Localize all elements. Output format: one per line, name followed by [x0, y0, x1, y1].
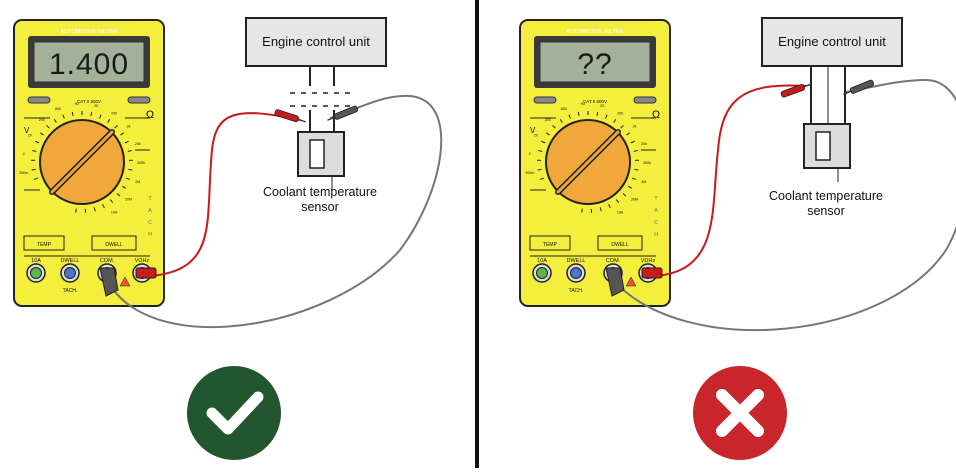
port-10a-core [31, 268, 42, 279]
port-dwell-core [65, 268, 76, 279]
meter-brand-label: AUTOMOTIVE METER [60, 29, 117, 35]
sensor-label-line2: sensor [807, 204, 845, 218]
tach-vertical-letter: C [148, 220, 152, 226]
dial-label: 20 [28, 133, 32, 137]
sensor-label-line1: Coolant temperature [769, 189, 883, 203]
port-dwell-core [571, 268, 582, 279]
tach-vertical-letter: T [148, 196, 151, 202]
port-dwell-label: DWELL [61, 258, 80, 264]
dial-label: 2M [135, 180, 140, 184]
dial-label: 20 [94, 104, 98, 108]
dial-label: 2k [633, 125, 637, 129]
sensor-label-line2: sensor [301, 200, 339, 214]
tach-vertical-letter: T [654, 196, 657, 202]
tach-label: TACH. [63, 288, 78, 294]
ohm-symbol: Ω [146, 109, 154, 121]
port-10a-label: 10A [537, 258, 547, 264]
dial-tick [634, 169, 638, 170]
ecu-label: Engine control unit [262, 34, 370, 49]
dial-tick [538, 169, 542, 170]
dial-tick [32, 169, 36, 170]
dial-tick [128, 169, 132, 170]
tach-vertical-letter: C [654, 220, 658, 226]
dial-label: 200k [643, 161, 651, 165]
dial-label: 20M [631, 197, 638, 201]
dial-label: 10A [617, 210, 624, 214]
tach-vertical-letter: H [654, 232, 658, 238]
temp-label: TEMP [37, 242, 52, 248]
port-vohz-label: VΩHz [641, 258, 656, 264]
lcd-readout: 1.400 [49, 48, 129, 81]
sensor-label-line1: Coolant temperature [263, 185, 377, 199]
port-10a-label: 10A [31, 258, 41, 264]
red-plug [136, 268, 156, 278]
black-probe [326, 105, 358, 123]
range-button [128, 97, 150, 103]
lcd-readout: ?? [577, 48, 612, 81]
black-probe-handle [850, 79, 875, 94]
sensor-element [310, 140, 324, 168]
tach-vertical-letter: H [148, 232, 152, 238]
dial-label: 200 [617, 112, 623, 116]
sensor-element [816, 132, 830, 160]
black-probe-handle [334, 105, 359, 120]
dial-label: 20k [641, 142, 647, 146]
port-vohz-label: VΩHz [135, 258, 150, 264]
result-badge [187, 366, 281, 460]
dial-label: 2 [23, 152, 25, 156]
dial-label: 2 [529, 152, 531, 156]
red-plug [642, 268, 662, 278]
tach-label: TACH. [569, 288, 584, 294]
dwell-box-label: DWELL [105, 242, 122, 248]
red-probe-handle [274, 109, 299, 122]
dial-label: 200m [525, 171, 534, 175]
port-dwell-label: DWELL [567, 258, 586, 264]
temp-label: TEMP [543, 242, 558, 248]
dial-label: 200k [137, 161, 145, 165]
panel-incorrect: AUTOMOTIVE METER??CAT II 600VΩV200m22020… [520, 18, 956, 460]
dial-label: 600 [561, 107, 567, 111]
red-probe [781, 81, 813, 98]
dial-label: 200m [19, 171, 28, 175]
dial-label: 200 [111, 112, 117, 116]
dial-label: 2k [127, 125, 131, 129]
hold-button [534, 97, 556, 103]
dial-label: 20 [534, 133, 538, 137]
dial-label: 10A [111, 210, 118, 214]
panel-group: AUTOMOTIVE METER??CAT II 600VΩV200m22020… [520, 18, 956, 460]
range-button [634, 97, 656, 103]
ohm-symbol: Ω [652, 109, 660, 121]
hold-button [28, 97, 50, 103]
dial-label: Hz [75, 102, 80, 106]
port-10a-core [537, 268, 548, 279]
dial-label: 600 [55, 107, 61, 111]
dial-label: 20M [125, 197, 132, 201]
port-com-label: COM. [606, 258, 621, 264]
dial-label: Hz [581, 102, 586, 106]
dial-label: 2M [641, 180, 646, 184]
port-com-label: COM. [100, 258, 115, 264]
dial-label: 20 [600, 104, 604, 108]
dial-label: 20k [135, 142, 141, 146]
red-test-lead [656, 85, 806, 276]
meter-brand-label: AUTOMOTIVE METER [566, 29, 623, 35]
dwell-box-label: DWELL [611, 242, 628, 248]
ecu-label: Engine control unit [778, 34, 886, 49]
